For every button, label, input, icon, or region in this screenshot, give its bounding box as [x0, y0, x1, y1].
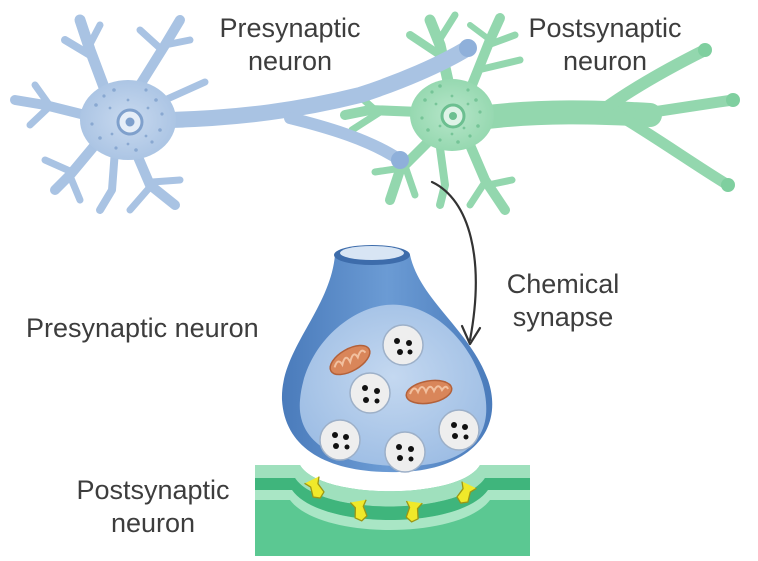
receptor-icon [349, 499, 368, 522]
label-postsynaptic-neuron-top: Postsynaptic neuron [512, 12, 698, 78]
label-line: Postsynaptic [76, 475, 230, 505]
curved-arrow-icon [430, 180, 482, 346]
receptors [304, 476, 477, 523]
mitochondrion-icon [329, 344, 371, 376]
label-line: neuron [247, 46, 333, 76]
synaptic-vesicle-icon [438, 409, 480, 451]
synaptic-vesicle-icon [349, 372, 391, 414]
mitochondrion-icon [405, 379, 453, 405]
label-line: synapse [512, 302, 614, 332]
synaptic-vesicle-icon [384, 431, 426, 473]
label-postsynaptic-neuron-bottom: Postsynaptic neuron [60, 474, 246, 540]
label-line: neuron [562, 46, 648, 76]
synaptic-vesicle-icon [382, 324, 424, 366]
label-presynaptic-neuron-bottom: Presynaptic neuron [26, 313, 259, 343]
label-line: neuron [110, 508, 196, 538]
synaptic-vesicle-icon [319, 419, 361, 461]
presynaptic-neuron-icon [10, 14, 477, 214]
label-chemical-synapse: Chemical synapse [493, 268, 633, 334]
postsynaptic-membrane-icon [255, 465, 530, 556]
receptor-icon [456, 481, 477, 504]
label-line: Presynaptic [219, 13, 361, 43]
label-line: Postsynaptic [528, 13, 682, 43]
label-line: Chemical [506, 269, 620, 299]
receptor-icon [304, 476, 325, 499]
label-presynaptic-neuron-top: Presynaptic neuron [205, 12, 375, 78]
receptor-icon [405, 500, 423, 523]
synaptic-vesicles [319, 324, 480, 473]
postsynaptic-neuron-icon [340, 11, 740, 215]
